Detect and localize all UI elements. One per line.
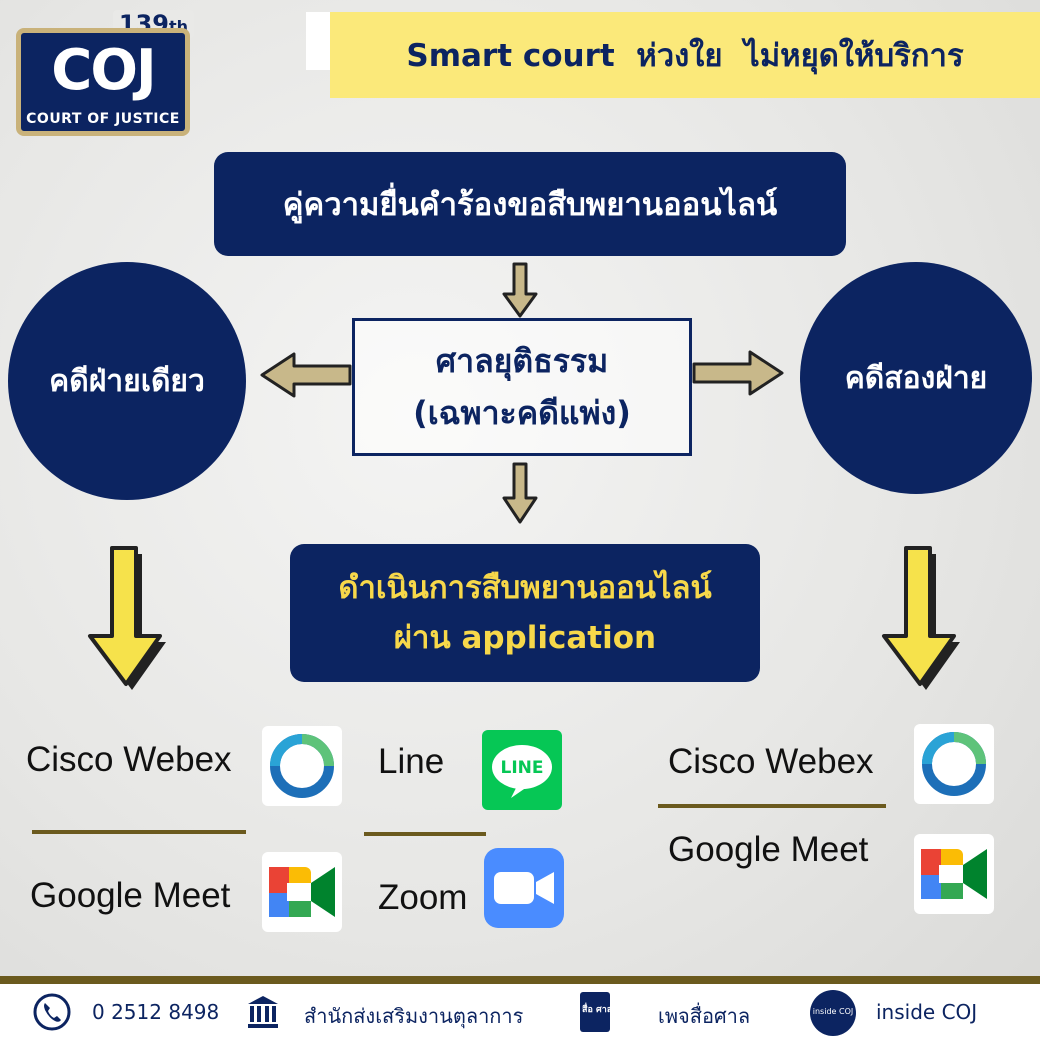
footer-phone: 0 2512 8498 xyxy=(92,1000,220,1024)
app-label-line: Line xyxy=(378,742,445,781)
app-label-google-meet: Google Meet xyxy=(30,876,231,915)
logo-badge: COJ COURT OF JUSTICE xyxy=(16,28,190,136)
footer-office: สำนักส่งเสริมงานตุลาการ xyxy=(304,1004,524,1028)
app-label-zoom: Zoom xyxy=(378,878,468,917)
cisco-webex-icon xyxy=(262,726,342,806)
big-arrow-down-right-icon xyxy=(882,546,960,690)
cisco-webex-icon xyxy=(914,724,994,804)
arrow-down-icon xyxy=(502,462,538,524)
arrow-down-icon xyxy=(502,262,538,318)
request-box: คู่ความยื่นคำร้องขอสืบพยานออนไลน์ xyxy=(214,152,846,256)
divider xyxy=(658,804,886,808)
app-label-google-meet: Google Meet xyxy=(668,830,869,869)
divider xyxy=(364,832,486,836)
google-meet-icon xyxy=(262,852,342,932)
page-logo-icon: สื่อ ศาล xyxy=(580,992,612,1032)
arrow-left-icon xyxy=(260,352,352,398)
court-box: ศาลยุติธรรม (เฉพาะคดีแพ่ง) xyxy=(352,318,692,456)
coj-logo: 139th COJ COURT OF JUSTICE xyxy=(10,10,196,142)
logo-main-text: COJ xyxy=(51,38,157,103)
phone-icon xyxy=(33,993,71,1031)
footer: 0 2512 8498 สำนักส่งเสริมงานตุลาการ สื่อ… xyxy=(0,984,1040,1040)
court-subtitle: (เฉพาะคดีแพ่ง) xyxy=(413,394,631,432)
two-party-circle: คดีสองฝ่าย xyxy=(800,262,1032,494)
ex-parte-circle: คดีฝ่ายเดียว xyxy=(8,262,246,500)
logo-subtitle: COURT OF JUSTICE xyxy=(26,111,180,127)
inside-coj-logo-icon: inside COJ xyxy=(810,990,856,1036)
top-banner: Smart court ห่วงใย ไม่หยุดให้บริการ xyxy=(330,12,1040,98)
footer-divider xyxy=(0,976,1040,984)
process-line-1: ดำเนินการสืบพยานออนไลน์ xyxy=(338,570,712,606)
building-icon xyxy=(248,996,278,1028)
divider xyxy=(32,830,246,834)
arrow-right-icon xyxy=(692,350,784,396)
big-arrow-down-left-icon xyxy=(88,546,166,690)
google-meet-icon xyxy=(914,834,994,914)
zoom-icon xyxy=(484,848,564,928)
line-icon-text: LINE xyxy=(500,758,544,778)
line-icon: LINE xyxy=(482,730,562,810)
process-line-2: ผ่าน application xyxy=(393,620,657,656)
app-label-cisco-webex: Cisco Webex xyxy=(26,740,232,779)
court-title: ศาลยุติธรรม xyxy=(435,342,609,380)
footer-page: เพจสื่อศาล xyxy=(658,1004,751,1028)
app-label-cisco-webex: Cisco Webex xyxy=(668,742,874,781)
process-box: ดำเนินการสืบพยานออนไลน์ ผ่าน application xyxy=(290,544,760,682)
footer-inside-coj: inside COJ xyxy=(876,1000,978,1024)
